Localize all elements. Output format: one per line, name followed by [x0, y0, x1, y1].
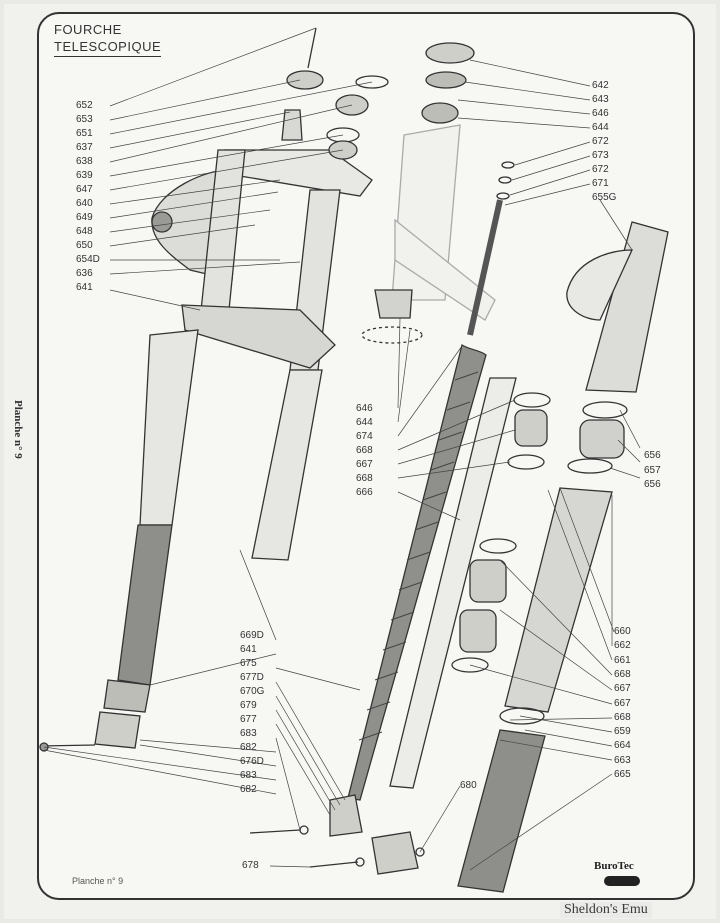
part-label: 672: [592, 164, 609, 175]
part-label: 654D: [76, 254, 100, 265]
part-label: 673: [592, 150, 609, 161]
part-label: 644: [592, 122, 609, 133]
plate-title: FOURCHE TELESCOPIQUE: [54, 22, 162, 57]
part-label: 668: [356, 445, 373, 456]
part-label: 637: [76, 142, 93, 153]
part-label: 674: [356, 431, 373, 442]
part-label: 638: [76, 156, 93, 167]
bottom-yoke: [181, 304, 336, 369]
part-label: 683: [240, 728, 257, 739]
part-label: 682: [240, 784, 257, 795]
part-label-678: 678: [242, 860, 259, 871]
part-label: 675: [240, 658, 257, 669]
fork-spring: [347, 343, 487, 801]
part-label: 651: [76, 128, 93, 139]
part-label: 641: [240, 644, 257, 655]
part-label: 664: [614, 740, 631, 752]
slider-lower-left: [117, 524, 173, 686]
watermark: Sheldon's Emu: [560, 902, 652, 918]
part-label: 649: [76, 212, 93, 223]
part-label: 636: [76, 268, 93, 279]
slider-lower-right: [457, 729, 546, 893]
part-label: 643: [592, 94, 609, 105]
part-label: 648: [76, 226, 93, 237]
part-label: 662: [614, 640, 631, 652]
part-label: 668: [614, 711, 631, 723]
part-label: 667: [614, 683, 631, 695]
headlamp-bracket-right: [585, 221, 669, 393]
part-label: 663: [614, 754, 631, 766]
part-label: 666: [356, 487, 373, 498]
part-label: 667: [614, 697, 631, 709]
part-label: 642: [592, 80, 609, 91]
slider-upper-right: [504, 487, 613, 713]
part-label: 672: [592, 136, 609, 147]
part-label: 677: [240, 714, 257, 725]
part-label: 677D: [240, 672, 264, 683]
part-label: 683: [240, 770, 257, 781]
part-label: 676D: [240, 756, 264, 767]
part-label: 665: [614, 769, 631, 780]
stanchion-right: [251, 369, 323, 561]
slider-upper-left: [139, 329, 199, 526]
part-label: 644: [356, 417, 373, 428]
part-label: 669D: [240, 630, 264, 641]
part-label: 668: [614, 668, 631, 680]
part-label: 657: [644, 464, 661, 476]
part-label: 656: [644, 479, 661, 490]
part-label: 670G: [240, 686, 265, 697]
part-label: 646: [592, 108, 609, 119]
part-label: 656: [644, 450, 661, 461]
part-label: 652: [76, 100, 93, 111]
part-label: 639: [76, 170, 93, 181]
brand-logo: BuroTec: [594, 860, 650, 888]
part-label: 653: [76, 114, 93, 125]
part-label: 667: [356, 459, 373, 470]
part-label: 661: [614, 654, 631, 666]
brand-text: BuroTec: [594, 860, 634, 872]
part-label: 650: [76, 240, 93, 251]
part-label: 679: [240, 700, 257, 711]
part-label: 671: [592, 178, 609, 189]
part-label: 655G: [592, 192, 617, 203]
part-label: 668: [356, 473, 373, 484]
damper-tube: [389, 377, 517, 789]
part-label-680: 680: [460, 780, 477, 791]
part-label: 647: [76, 184, 93, 195]
part-label: 646: [356, 403, 373, 414]
fork-foot-left: [94, 711, 141, 749]
part-label: 659: [614, 726, 631, 738]
title-line-2: TELESCOPIQUE: [54, 39, 162, 57]
title-line-1: FOURCHE: [54, 22, 122, 37]
part-label: 660: [614, 626, 631, 637]
part-label: 640: [76, 198, 93, 209]
bottom-caption: Planche n° 9: [72, 876, 124, 886]
part-label: 682: [240, 742, 257, 753]
part-label: 641: [76, 282, 93, 293]
